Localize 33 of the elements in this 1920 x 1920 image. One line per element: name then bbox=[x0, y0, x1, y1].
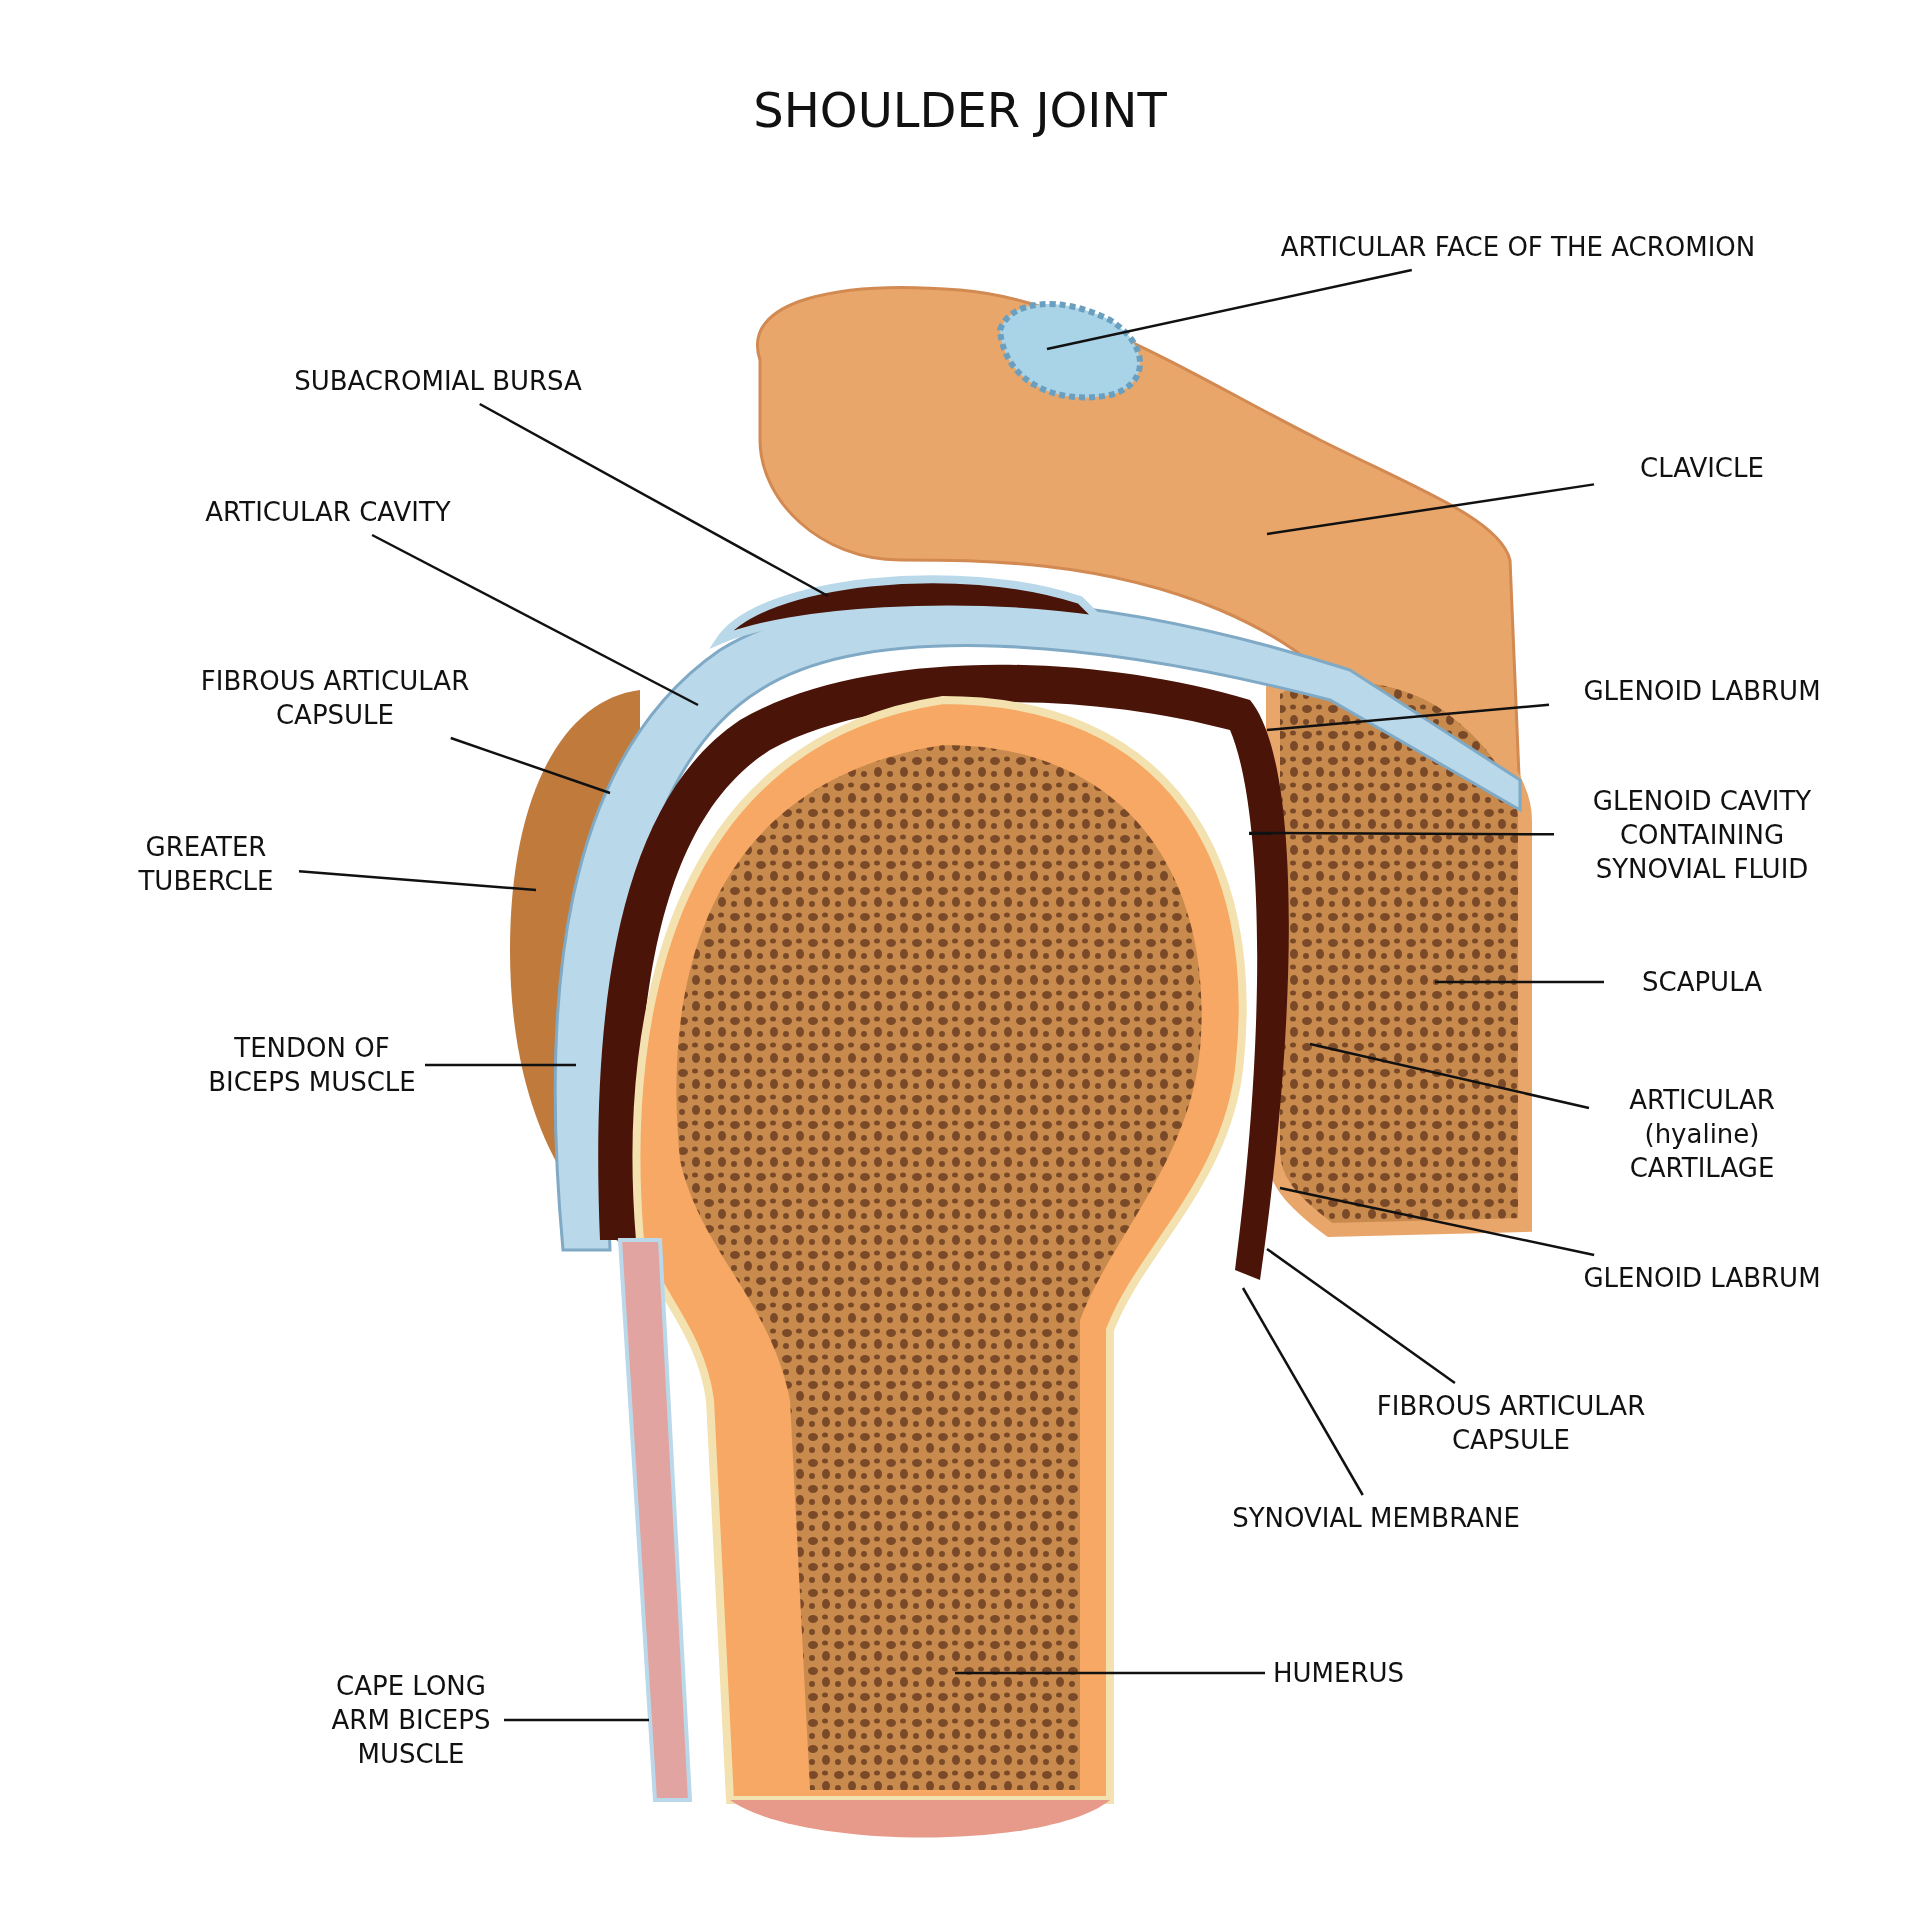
leader-line bbox=[298, 870, 537, 892]
leader-line bbox=[1279, 1186, 1595, 1257]
leader-line bbox=[504, 1718, 649, 1722]
leader-line bbox=[1309, 1042, 1590, 1110]
part-label: FIBROUS ARTICULAR CAPSULE bbox=[1361, 1389, 1661, 1457]
part-label: CLAVICLE bbox=[1602, 451, 1802, 485]
part-label: CAPE LONG ARM BICEPS MUSCLE bbox=[326, 1669, 496, 1771]
part-label: GLENOID CAVITY CONTAINING SYNOVIAL FLUID bbox=[1562, 784, 1842, 886]
leader-line bbox=[1435, 980, 1604, 984]
leader-line bbox=[1266, 483, 1595, 536]
part-label: TENDON OF BICEPS MUSCLE bbox=[207, 1031, 417, 1099]
part-label: GLENOID LABRUM bbox=[1557, 674, 1847, 708]
leader-line bbox=[955, 1671, 1265, 1675]
leader-line bbox=[1241, 1287, 1364, 1496]
leader-line bbox=[450, 736, 611, 795]
leader-line bbox=[1249, 831, 1554, 836]
part-label: FIBROUS ARTICULAR CAPSULE bbox=[185, 664, 485, 732]
leader-line bbox=[1046, 268, 1413, 351]
part-label: SYNOVIAL MEMBRANE bbox=[1196, 1501, 1556, 1535]
leader-line bbox=[425, 1063, 576, 1067]
leader-line bbox=[371, 533, 699, 707]
part-label: HUMERUS bbox=[1273, 1656, 1403, 1690]
part-label: ARTICULAR (hyaline) CARTILAGE bbox=[1597, 1083, 1807, 1185]
leader-line bbox=[1266, 1248, 1456, 1384]
leader-line bbox=[479, 402, 829, 598]
part-label: SCAPULA bbox=[1612, 965, 1792, 999]
part-label: GLENOID LABRUM bbox=[1557, 1261, 1847, 1295]
leader-line bbox=[1266, 703, 1550, 732]
part-label: ARTICULAR CAVITY bbox=[178, 495, 478, 529]
diagram-title: SHOULDER JOINT bbox=[753, 82, 1167, 138]
part-label: SUBACROMIAL BURSA bbox=[258, 364, 618, 398]
part-label: GREATER TUBERCLE bbox=[121, 830, 291, 898]
part-label: ARTICULAR FACE OF THE ACROMION bbox=[1258, 230, 1778, 264]
